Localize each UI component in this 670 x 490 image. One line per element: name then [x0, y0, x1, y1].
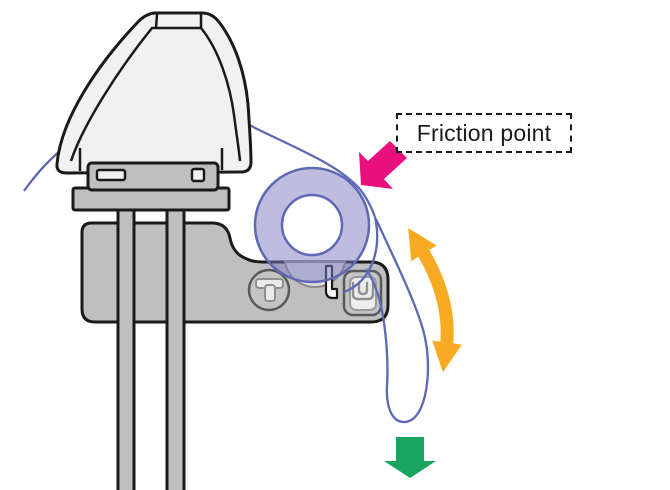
socket-slot-left	[95, 168, 127, 182]
guide-roller-left-glyph	[255, 278, 284, 302]
friction-point-label-box: Friction point	[396, 113, 572, 153]
housing-outer-shell	[55, 11, 253, 175]
bracket-body	[80, 221, 390, 324]
housing-inner-line	[69, 26, 242, 162]
guide-pad-right-glyph	[351, 281, 375, 301]
friction-point-arrow	[359, 141, 407, 189]
tension-ring	[253, 166, 371, 284]
housing	[55, 11, 253, 175]
left-leg	[116, 206, 136, 490]
swing-direction-arrow	[408, 227, 462, 373]
housing-top-cap	[154, 13, 203, 29]
friction-point-label-text: Friction point	[416, 119, 552, 146]
right-leg	[165, 206, 186, 490]
pull-direction-arrow	[384, 437, 436, 478]
socket-slot-right	[190, 167, 206, 183]
